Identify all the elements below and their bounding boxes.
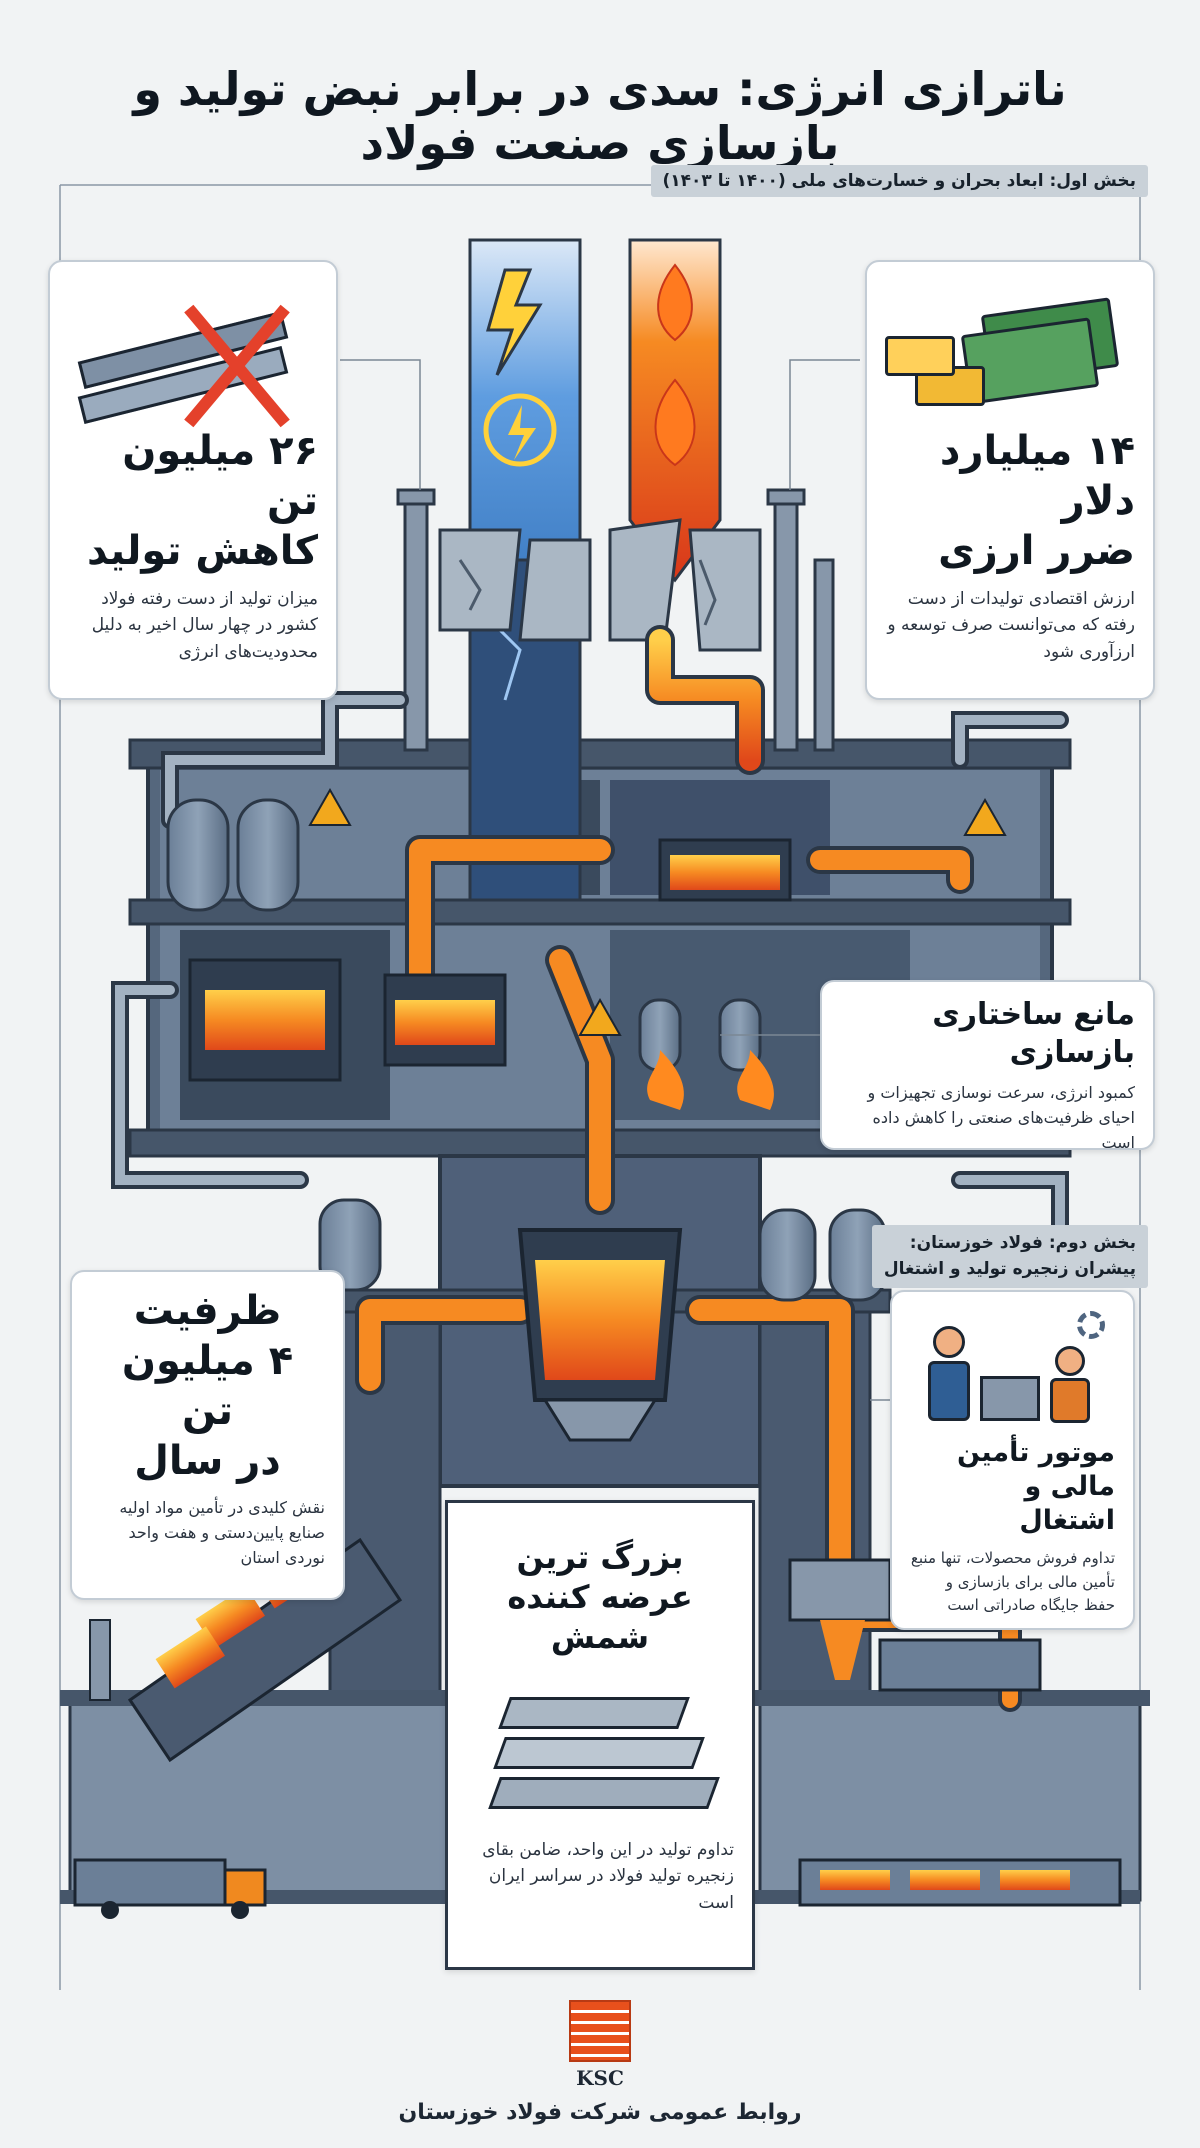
section2-label: بخش دوم: فولاد خوزستان: پیشران زنجیره تو… (871, 1225, 1148, 1288)
fire-icon (657, 263, 693, 342)
card-rebuild-barrier: مانع ساختاری بازسازی کمبود انرژی، سرعت ن… (820, 980, 1155, 1152)
ksc-logo-text: KSC (576, 2066, 624, 2090)
finance-jobs-desc: تداوم فروش محصولات، تنها منبع تأمین مالی… (910, 1549, 1115, 1614)
section2-label-line1: بخش دوم: فولاد خوزستان: (909, 1233, 1136, 1253)
lightning-icon (486, 268, 543, 376)
dollar-loss-label: ضرر ارزی (938, 528, 1135, 574)
footer-caption: روابط عمومی شرکت فولاد خوزستان (398, 2100, 802, 2125)
finance-jobs-line2: اشتغال (1019, 1504, 1115, 1536)
section1-label: بخش اول: ابعاد بحران و خسارت‌های ملی (۱۴… (650, 165, 1148, 197)
card-finance-jobs: موتور تأمین مالی و اشتغال تداوم فروش محص… (890, 1290, 1135, 1630)
production-loss-label: کاهش تولید (86, 528, 318, 574)
casting-machine (788, 1558, 1042, 1692)
lightning-icon (508, 405, 536, 460)
rebuild-barrier-title: مانع ساختاری بازسازی (932, 997, 1135, 1070)
capacity-desc: نقش کلیدی در تأمین مواد اولیه صنایع پایی… (119, 1498, 325, 1567)
page-title: ناترازی انرژی: سدی در برابر نبض تولید و … (133, 62, 1067, 170)
rebuild-barrier-desc: کمبود انرژی، سرعت نوسازی تجهیزات و احیای… (867, 1083, 1135, 1152)
card-production-loss: ۲۶ میلیون تن کاهش تولید میزان تولید از د… (48, 260, 338, 700)
steel-plant-illustration (59, 184, 1150, 1990)
ingot-supplier-line2: عرضه کننده شمش (507, 1578, 693, 1656)
finance-jobs-line1: موتور تأمین مالی و (957, 1437, 1115, 1502)
capacity-amount: ۴ میلیون تن (121, 1338, 294, 1434)
production-loss-amount: ۲۶ میلیون تن (122, 428, 318, 524)
section2-label-line2: پیشران زنجیره تولید و اشتغال (883, 1258, 1136, 1279)
warning-icons (308, 787, 1007, 1036)
ladle (517, 1228, 683, 1442)
money-gold-icon (885, 276, 1135, 426)
ksc-logo: KSC (550, 2000, 650, 2090)
dollar-loss-amount: ۱۴ میلیارد دلار (939, 428, 1135, 524)
ingot-stack-icon (466, 1667, 734, 1827)
dollar-loss-desc: ارزش اقتصادی تولیدات از دست رفته که می‌ت… (887, 589, 1135, 662)
chimneys (396, 488, 835, 752)
furnaces (188, 838, 792, 1110)
workers-gear-icon (910, 1306, 1115, 1436)
ksc-logo-mark (569, 2000, 631, 2062)
card-ingot-supplier: بزرگ ترین عرضه کننده شمش تداوم تولید در … (445, 1500, 755, 1970)
cracked-blocks (438, 518, 762, 652)
card-capacity: ظرفیت ۴ میلیون تن در سال نقش کلیدی در تأ… (70, 1270, 345, 1600)
capacity-line1: ظرفیت (133, 1288, 282, 1334)
fire-icon (654, 378, 696, 467)
production-loss-desc: میزان تولید از دست رفته فولاد کشور در چه… (91, 589, 318, 662)
card-dollar-loss: ۱۴ میلیارد دلار ضرر ارزی ارزش اقتصادی تو… (865, 260, 1155, 700)
crossed-steel-beams-icon (68, 276, 318, 428)
ingot-supplier-line1: بزرگ ترین (516, 1538, 684, 1576)
truck (73, 1858, 267, 1919)
ingot-supplier-desc: تداوم تولید در این واحد، ضامن بقای زنجیر… (482, 1840, 734, 1913)
capacity-line3: در سال (134, 1438, 281, 1484)
train (798, 1858, 1122, 1907)
